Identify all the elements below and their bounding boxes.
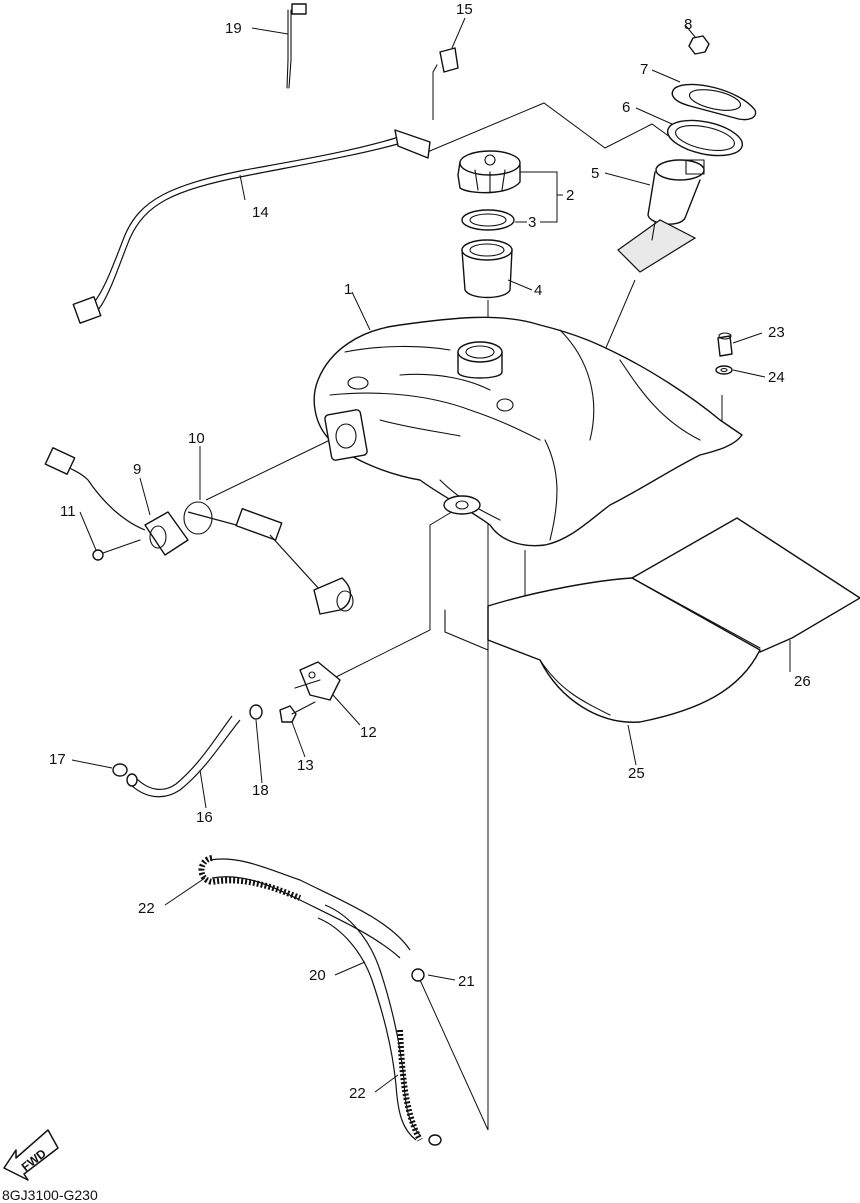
part-14-breather-hose	[72, 129, 431, 324]
part-22-hose-protector	[198, 855, 442, 1146]
leader-lines	[71, 17, 791, 1093]
callout-14: 14	[252, 204, 269, 221]
callout-15: 15	[456, 1, 473, 18]
callout-4: 4	[534, 282, 542, 299]
callout-17: 17	[49, 751, 66, 768]
callout-13: 13	[297, 757, 314, 774]
callout-22-upper: 22	[138, 900, 155, 917]
part-13-bolt	[279, 701, 316, 723]
part-8-nut	[688, 35, 710, 55]
callout-26: 26	[794, 673, 811, 690]
part-20-overflow-hose	[209, 858, 421, 1141]
callout-24: 24	[768, 369, 785, 386]
part-12-fuel-petcock	[294, 661, 341, 701]
callout-19: 19	[225, 20, 242, 37]
callout-11: 11	[60, 503, 76, 520]
part-16-fuel-hose	[126, 715, 241, 798]
part-11-screw	[92, 539, 141, 561]
part-24-washer	[715, 365, 733, 375]
callout-6: 6	[622, 99, 630, 116]
callout-22-lower: 22	[349, 1085, 366, 1102]
part-10-fuel-sender	[183, 501, 354, 615]
part-4-filler-sleeve	[461, 239, 513, 299]
part-7-retainer-plate	[671, 83, 757, 121]
callout-25: 25	[628, 765, 645, 782]
callout-16: 16	[196, 809, 213, 826]
callout-5: 5	[591, 165, 599, 182]
callout-labels: 19 15 8 7 6 5 2 3 4 1 14 23 24 10 9 11 1…	[49, 1, 811, 1102]
callout-1: 1	[344, 281, 352, 298]
callout-2: 2	[566, 187, 574, 204]
callout-20: 20	[309, 967, 326, 984]
callout-7: 7	[640, 61, 648, 78]
part-3-cap-gasket	[461, 209, 515, 231]
diagram-code: 8GJ3100-G230	[2, 1187, 98, 1203]
part-19-cable-tie	[286, 3, 307, 89]
callout-9: 9	[133, 461, 141, 478]
part-2-fuel-cap	[457, 150, 521, 194]
part-6-pump-gasket	[666, 119, 744, 157]
part-18-clamp	[249, 704, 263, 720]
part-25-under-cover	[444, 577, 761, 723]
callout-10: 10	[188, 430, 205, 447]
part-15-clip	[432, 47, 459, 73]
part-17-hose-clamp	[112, 763, 128, 777]
callout-3: 3	[528, 214, 536, 231]
part-9-sender-flange	[44, 447, 189, 556]
part-1-fuel-tank	[313, 316, 743, 547]
fwd-arrow-icon: FWD	[3, 1129, 59, 1181]
part-23-bolt	[717, 332, 733, 357]
callout-23: 23	[768, 324, 785, 341]
callout-8: 8	[684, 16, 692, 33]
callout-12: 12	[360, 724, 377, 741]
part-21-grommet	[411, 968, 425, 982]
callout-18: 18	[252, 782, 269, 799]
callout-21: 21	[458, 973, 475, 990]
part-5-fuel-pump	[617, 159, 705, 273]
